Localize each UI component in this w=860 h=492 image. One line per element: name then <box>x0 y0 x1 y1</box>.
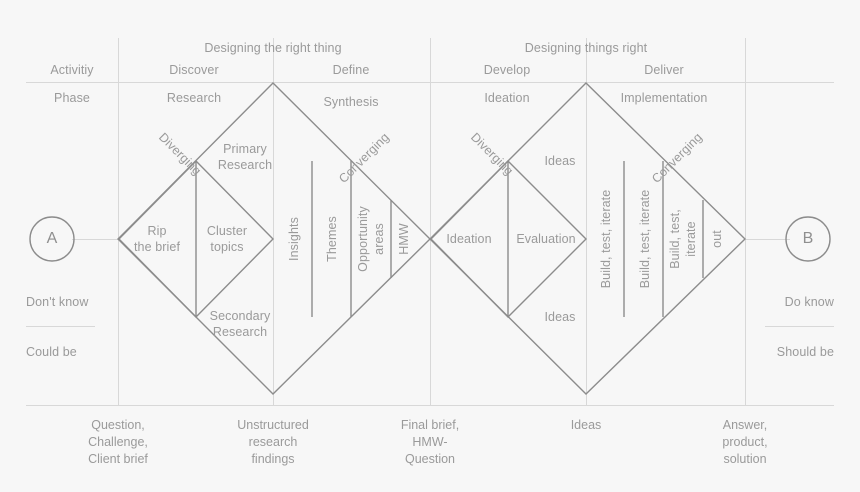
bottom-caption-2: Unstructured research findings <box>237 418 309 466</box>
diamond-2-band-build-2[interactable]: Build, test, iterate <box>638 189 652 289</box>
end-state-top: Do know <box>784 295 834 309</box>
diamond-1-band-opportunity-areas[interactable]: Opportunity areas <box>356 206 386 272</box>
diamond-1-cell-bottom[interactable]: Secondary Research <box>209 309 271 339</box>
start-circle-label: A <box>46 230 58 247</box>
phase-implementation[interactable]: Implementation <box>620 91 708 105</box>
diamond-1-band-hmw[interactable]: HMW <box>397 223 411 255</box>
bottom-caption-5: Answer, product, solution <box>722 418 768 466</box>
row-label-phase: Phase <box>54 91 90 105</box>
diamond-1-band-insights[interactable]: Insights <box>287 217 301 261</box>
header-super-right: Designing things right <box>524 41 648 55</box>
diamond-1-band-themes[interactable]: Themes <box>325 216 339 262</box>
phase-research[interactable]: Research <box>166 91 222 105</box>
phase-synthesis[interactable]: Synthesis <box>323 95 379 109</box>
diamond-2-cell-bottom[interactable]: Ideas <box>544 310 576 324</box>
end-circle-b <box>785 216 831 262</box>
diamond-2-band-out[interactable]: out <box>710 230 724 248</box>
bottom-caption-4: Ideas <box>570 418 602 432</box>
bottom-caption-1: Question, Challenge, Client brief <box>88 418 148 466</box>
diamond-1-cell-left[interactable]: Rip the brief <box>133 224 181 254</box>
start-circle-a <box>29 216 75 262</box>
phase-ideation[interactable]: Ideation <box>484 91 530 105</box>
diamond-1-cell-top[interactable]: Primary Research <box>217 142 273 172</box>
diamond-2-cell-left[interactable]: Ideation <box>446 232 492 246</box>
diamond-2-band-build-1[interactable]: Build, test, iterate <box>599 189 613 289</box>
activity-define[interactable]: Define <box>332 63 370 77</box>
diamond-2-outline <box>429 82 747 395</box>
end-state-bottom: Should be <box>776 345 834 359</box>
diamond-1-cell-center[interactable]: Cluster topics <box>206 224 248 254</box>
diamond-2-band-build-3[interactable]: Build, test, iterate <box>668 209 698 269</box>
activity-discover[interactable]: Discover <box>169 63 219 77</box>
diamond-2-cell-top[interactable]: Ideas <box>544 154 576 168</box>
start-state-top: Don't know <box>26 295 89 309</box>
header-super-left: Designing the right thing <box>204 41 342 55</box>
diamond-2-cell-center[interactable]: Evaluation <box>516 232 576 246</box>
start-state-bottom: Could be <box>26 345 77 359</box>
end-circle-label: B <box>802 230 814 247</box>
row-label-activity: Activitiy <box>50 63 94 77</box>
bottom-caption-3: Final brief, HMW- Question <box>400 418 460 466</box>
activity-deliver[interactable]: Deliver <box>644 63 684 77</box>
activity-develop[interactable]: Develop <box>483 63 531 77</box>
